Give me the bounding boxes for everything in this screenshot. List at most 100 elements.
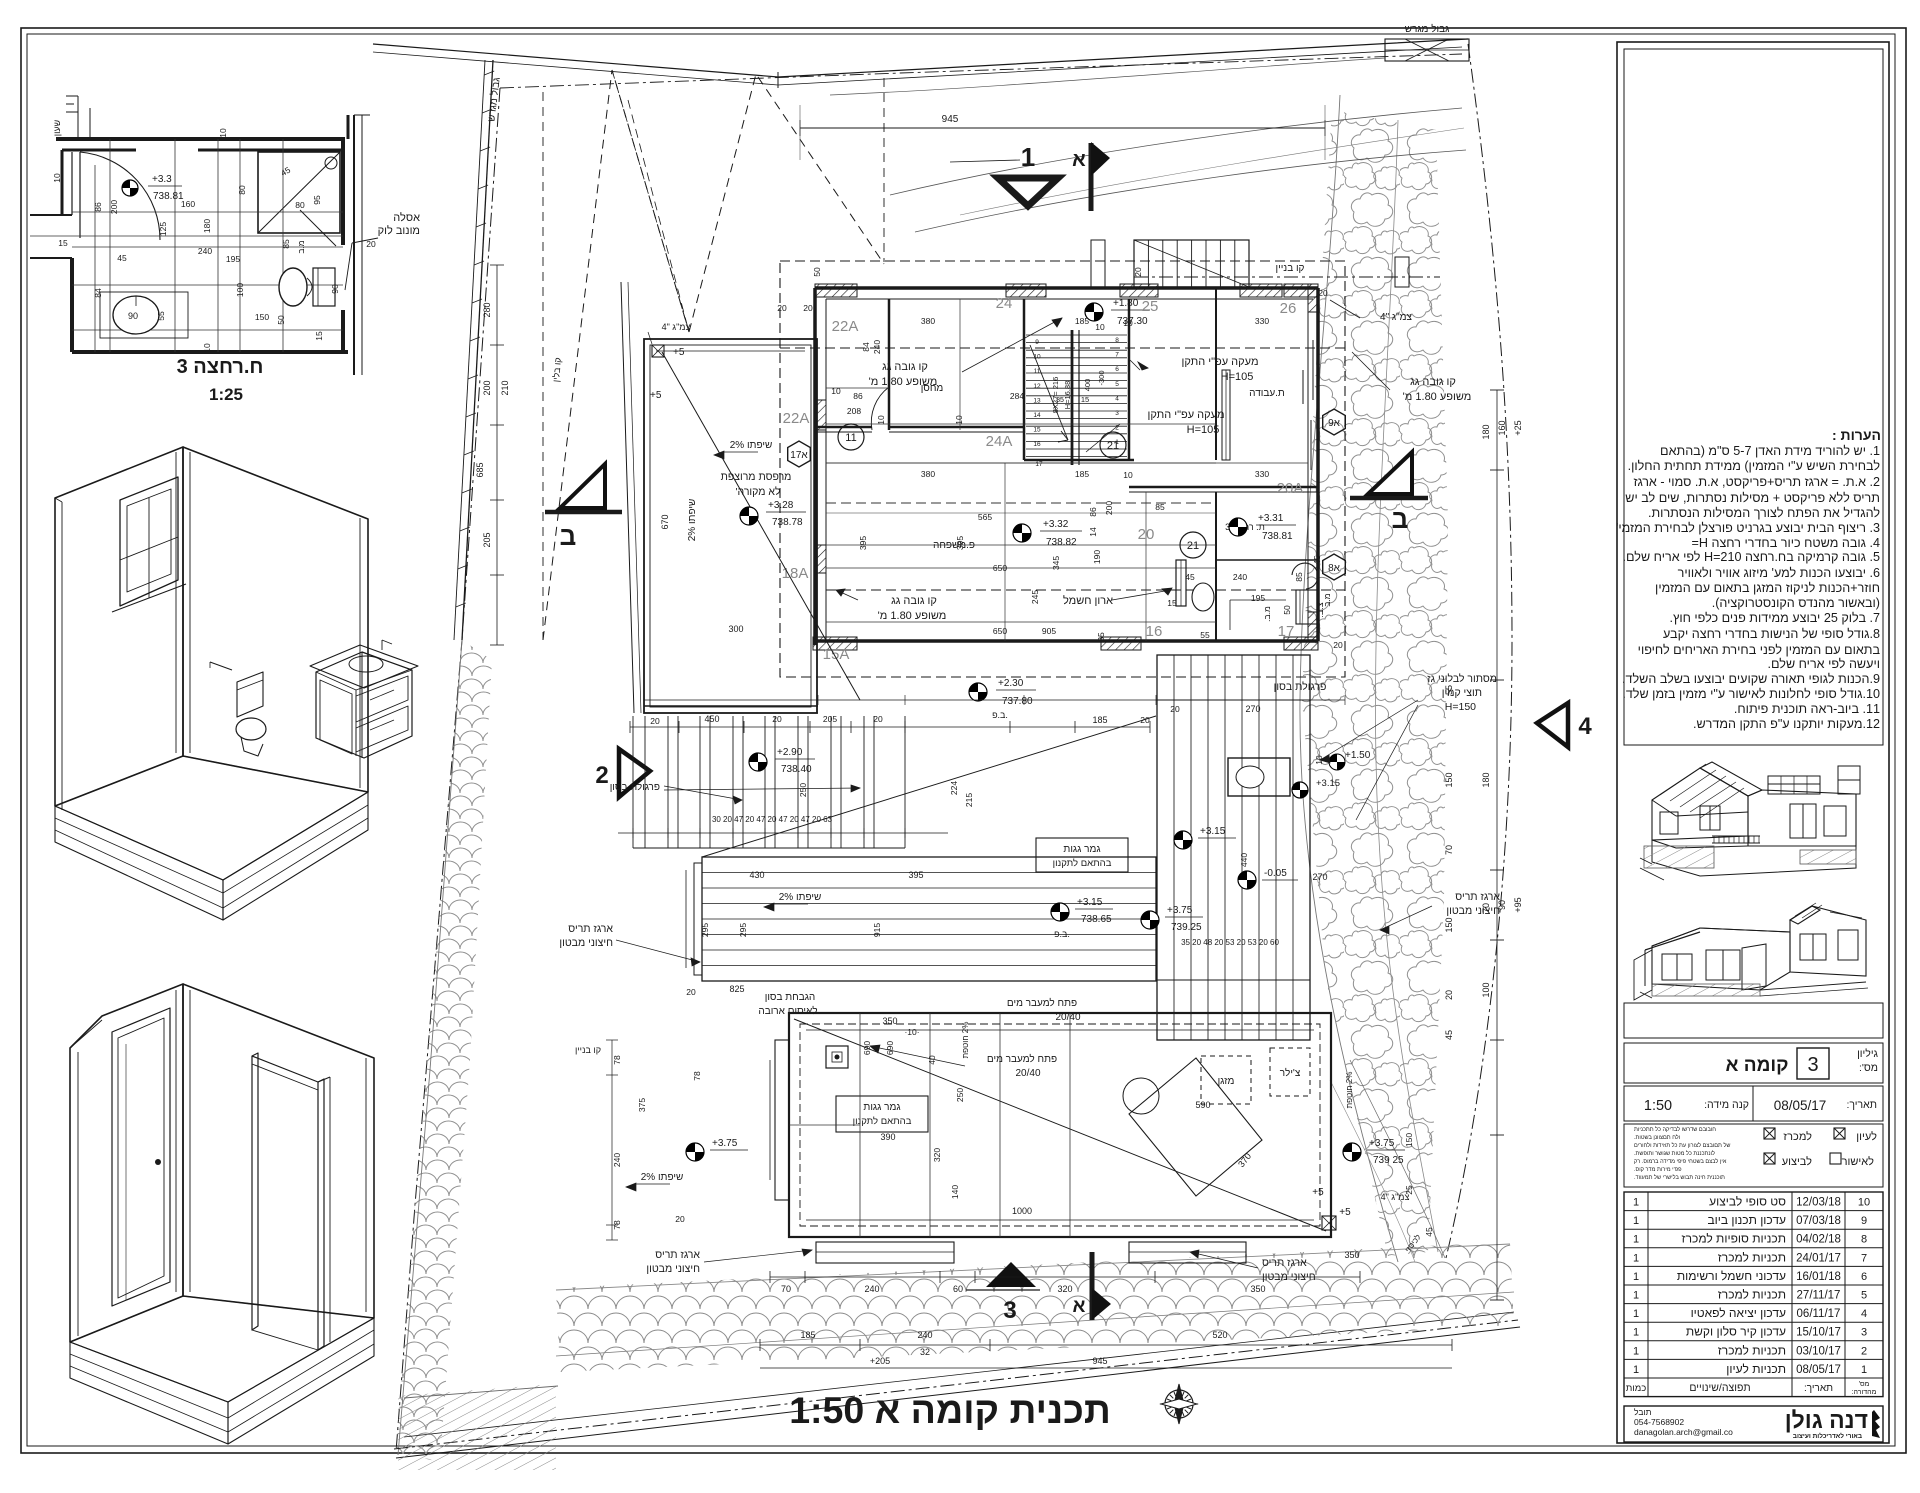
svg-text:לביצוע: לביצוע [1782, 1155, 1812, 1168]
svg-text:קו גובה גג: קו גובה גג [1410, 376, 1456, 388]
svg-text:20: 20 [772, 714, 782, 724]
svg-text:737.30: 737.30 [1117, 316, 1148, 327]
svg-text:2: 2 [1115, 425, 1119, 432]
svg-text:27/11/17: 27/11/17 [1797, 1290, 1841, 1302]
svg-text:תכניות סופיות למכרז: תכניות סופיות למכרז [1682, 1232, 1786, 1246]
svg-text:מ.ב: מ.ב [296, 240, 306, 253]
svg-text:6: 6 [1861, 1271, 1867, 1283]
svg-text:20/40: 20/40 [1055, 1012, 1080, 1023]
svg-text:15: 15 [58, 238, 68, 248]
svg-text:אין לבצם בשטחי פיפי מדידה ברמו: אין לבצם בשטחי פיפי מדידה ברמוס. רק [1634, 1158, 1727, 1165]
svg-text:1: 1 [1633, 1215, 1639, 1227]
svg-text:כמות: כמות [1626, 1383, 1647, 1394]
svg-text:+3.15: +3.15 [1316, 778, 1340, 789]
svg-text:40: 40 [927, 1055, 937, 1065]
svg-text:צמ"ג "4: צמ"ג "4 [662, 322, 691, 332]
svg-text:195: 195 [226, 254, 240, 264]
svg-text:מרפסת מרוצפת: מרפסת מרוצפת [721, 471, 792, 483]
svg-text:45: 45 [1444, 1030, 1454, 1040]
svg-text:685: 685 [475, 462, 485, 477]
svg-text:א: א [1073, 1296, 1086, 1317]
svg-text:224: 224 [949, 781, 959, 795]
svg-text:10: 10 [1095, 322, 1105, 332]
svg-text:690: 690 [885, 1041, 895, 1055]
svg-text:קו גובה גג: קו גובה גג [882, 361, 928, 373]
svg-text:+1.80: +1.80 [1113, 298, 1139, 309]
svg-text:7: 7 [1861, 1252, 1867, 1264]
svg-text:15: 15 [1167, 598, 1177, 608]
svg-text:+3.75: +3.75 [1369, 1138, 1395, 1149]
svg-text:סט סופי לביצוע: סט סופי לביצוע [1709, 1195, 1786, 1209]
svg-text:85: 85 [1294, 572, 1304, 582]
svg-text:670: 670 [660, 514, 670, 529]
svg-text:+3.32: +3.32 [1043, 519, 1069, 530]
svg-text:738.78: 738.78 [772, 517, 803, 528]
svg-text:מס': מס' [1859, 1381, 1870, 1388]
svg-text:אסלה: אסלה [393, 211, 420, 224]
svg-text:2% חוטפת: 2% חוטפת [1345, 1072, 1354, 1109]
svg-text:140: 140 [950, 1185, 960, 1199]
svg-text:15: 15 [1033, 427, 1041, 434]
svg-text:חיצוני מבטון: חיצוני מבטון [1446, 905, 1500, 917]
svg-text:9: 9 [1861, 1215, 1867, 1227]
svg-text:עדכון קיר סלון וקשת: עדכון קיר סלון וקשת [1686, 1325, 1786, 1339]
svg-text:150: 150 [255, 312, 269, 322]
svg-text:100: 100 [1481, 982, 1491, 997]
svg-text:-0.05: -0.05 [1264, 868, 1287, 879]
svg-text:1:50: 1:50 [1644, 1098, 1672, 1114]
svg-text:86: 86 [853, 391, 863, 401]
svg-text:בהתאם לתקנון: בהתאם לתקנון [1053, 857, 1112, 869]
svg-text:240: 240 [872, 340, 882, 354]
svg-text:210: 210 [500, 380, 510, 395]
svg-text:1: 1 [1861, 1364, 1867, 1376]
svg-text:90: 90 [128, 311, 138, 321]
svg-text:תאריך:: תאריך: [1804, 1383, 1833, 1394]
svg-text:90: 90 [1497, 900, 1507, 910]
svg-text:1: 1 [1633, 1197, 1639, 1209]
svg-text:באורי לאדריכלות ועיצוב: באורי לאדריכלות ועיצוב [1793, 1432, 1862, 1440]
svg-text:395: 395 [908, 870, 923, 880]
svg-text:חיצוני מבטון: חיצוני מבטון [559, 937, 613, 949]
svg-text:690: 690 [862, 1041, 872, 1055]
svg-text:פתח למעבר מים: פתח למעבר מים [1007, 997, 1077, 1009]
svg-text:190: 190 [1092, 550, 1102, 564]
svg-text:גיליון: גיליון [1857, 1048, 1878, 1060]
svg-text:בהתאם לתקנון: בהתאם לתקנון [853, 1115, 912, 1127]
svg-text:180: 180 [1481, 772, 1491, 787]
svg-text:21: 21 [1187, 540, 1199, 552]
svg-text:738.65: 738.65 [1081, 914, 1112, 925]
svg-text:125: 125 [158, 222, 168, 236]
svg-text:50: 50 [812, 267, 822, 277]
svg-text:330: 330 [1255, 316, 1269, 326]
svg-text:ולח תםצוונן בשטות.: ולח תםצוונן בשטות. [1634, 1134, 1680, 1141]
svg-text:פרגולת בסון: פרגולת בסון [610, 781, 660, 793]
svg-text:3: 3 [1861, 1327, 1867, 1339]
svg-text:738.81: 738.81 [1262, 531, 1293, 542]
svg-text:שעון: שעון [52, 119, 62, 136]
svg-text:ח.רחצה 3: ח.רחצה 3 [177, 356, 264, 378]
svg-text:45: 45 [117, 253, 127, 263]
svg-text:4: 4 [1861, 1308, 1867, 1320]
svg-text:H=105: H=105 [1221, 371, 1254, 383]
svg-text:פתח למעבר מים: פתח למעבר מים [987, 1053, 1057, 1065]
svg-text:10: 10 [218, 128, 228, 138]
svg-text:395: 395 [955, 536, 965, 550]
svg-text:250: 250 [798, 783, 808, 797]
svg-text:295: 295 [700, 923, 710, 937]
svg-text:054-7568902: 054-7568902 [1634, 1417, 1684, 1427]
svg-text:10: 10 [954, 415, 964, 425]
svg-text:20: 20 [803, 303, 813, 313]
svg-text:200: 200 [1104, 501, 1114, 515]
svg-text:+205: +205 [870, 1356, 890, 1366]
svg-text:10: 10 [1123, 318, 1133, 328]
svg-text:3: 3 [1807, 1054, 1818, 1076]
svg-text:240: 240 [198, 246, 212, 256]
svg-text:215: 215 [964, 793, 974, 807]
svg-text:90: 90 [330, 284, 340, 294]
svg-text:25: 25 [1404, 1185, 1414, 1195]
svg-text:04/02/18: 04/02/18 [1796, 1234, 1841, 1246]
svg-text:20: 20 [873, 714, 883, 724]
svg-text:1: 1 [1021, 142, 1035, 172]
svg-text:מונוב לוק: מונוב לוק [378, 224, 420, 237]
svg-text:250: 250 [955, 1088, 965, 1102]
